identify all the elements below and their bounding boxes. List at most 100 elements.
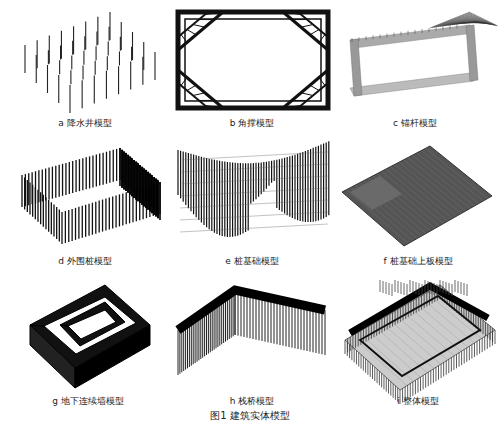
model-stroke xyxy=(358,332,359,346)
model-stroke xyxy=(367,361,368,375)
model-stroke xyxy=(466,348,467,362)
model-stroke xyxy=(421,151,483,201)
model-stroke xyxy=(247,293,248,338)
model-stroke xyxy=(485,322,486,336)
model-stroke xyxy=(210,307,211,352)
model-stroke xyxy=(203,157,204,225)
model-stroke xyxy=(107,56,108,70)
model-stroke xyxy=(231,293,232,338)
model-stroke xyxy=(443,26,444,30)
panel-caption: h 栈桥模型 xyxy=(230,396,275,407)
model-stroke xyxy=(448,359,449,373)
model-stroke xyxy=(479,340,480,354)
model-stroke xyxy=(217,302,218,347)
model-stroke xyxy=(349,344,350,358)
model-stroke xyxy=(407,284,408,296)
model-stroke xyxy=(495,330,496,344)
model-stroke xyxy=(423,375,424,389)
model-stroke xyxy=(72,161,73,193)
model-stroke xyxy=(139,165,141,203)
model-stroke xyxy=(219,161,220,235)
model-stroke xyxy=(193,93,205,96)
model-stroke xyxy=(188,153,189,208)
model-stroke xyxy=(141,167,143,205)
model-stroke xyxy=(147,172,149,210)
model-stroke xyxy=(181,78,187,86)
model-stroke xyxy=(418,297,419,311)
model-stroke xyxy=(123,151,125,189)
model-stroke xyxy=(149,174,151,212)
model-stroke xyxy=(71,56,72,70)
model-stroke xyxy=(125,153,127,191)
model-stroke xyxy=(245,163,246,232)
model-stroke xyxy=(345,340,346,354)
model-stroke xyxy=(464,283,465,295)
model-stroke xyxy=(131,158,133,196)
model-stroke xyxy=(450,25,451,29)
model-stroke xyxy=(250,163,251,203)
model-stroke xyxy=(235,290,236,335)
model-stroke xyxy=(412,382,413,396)
model-stroke xyxy=(441,364,442,378)
model-stroke xyxy=(356,350,357,364)
model-stroke xyxy=(129,191,130,223)
model-stroke xyxy=(69,162,70,194)
model-stroke xyxy=(151,175,153,213)
model-stroke xyxy=(60,302,125,346)
model-stroke xyxy=(145,170,147,208)
model-stroke xyxy=(159,182,161,220)
model-stroke xyxy=(241,291,242,336)
model-stroke xyxy=(434,283,435,295)
model-stroke xyxy=(401,32,402,36)
model-stroke xyxy=(106,71,107,99)
model-stroke xyxy=(43,195,44,227)
model-stroke xyxy=(292,19,307,20)
model-stroke xyxy=(342,146,492,246)
model-stroke xyxy=(75,160,76,192)
model-stroke xyxy=(307,150,308,222)
model-stroke xyxy=(304,305,305,350)
model-stroke xyxy=(56,207,57,239)
model-stroke xyxy=(113,150,114,182)
model-stroke xyxy=(263,162,264,191)
model-stroke xyxy=(443,362,444,376)
model-stroke xyxy=(238,291,239,336)
model-stroke xyxy=(386,378,387,392)
model-stroke xyxy=(125,153,127,191)
model-stroke xyxy=(79,159,80,191)
model-stroke xyxy=(328,37,329,50)
model-stroke xyxy=(255,163,256,199)
model-stroke xyxy=(289,302,290,347)
model-stroke xyxy=(115,195,116,227)
model-stroke xyxy=(379,320,380,334)
model-stroke xyxy=(471,345,472,359)
model-stroke xyxy=(222,161,223,236)
model-stroke xyxy=(48,200,49,232)
model-stroke xyxy=(408,303,409,317)
model-stroke xyxy=(457,25,458,29)
model-stroke xyxy=(325,310,326,355)
model-stroke xyxy=(106,152,107,184)
model-stroke xyxy=(440,280,441,292)
model-stroke xyxy=(381,373,382,387)
model-stroke xyxy=(180,188,328,196)
model-stroke xyxy=(451,358,452,372)
model-stroke xyxy=(149,174,151,212)
model-stroke xyxy=(320,145,321,220)
model-stroke xyxy=(350,25,474,48)
model-stroke xyxy=(315,147,316,222)
model-stroke xyxy=(223,298,224,343)
model-stroke xyxy=(204,311,205,356)
model-stroke xyxy=(229,162,230,237)
model-stroke xyxy=(429,291,430,305)
model-stroke xyxy=(370,363,371,377)
model-stroke xyxy=(229,294,230,339)
model-stroke xyxy=(119,194,120,226)
model-stroke xyxy=(121,22,122,50)
model-stroke xyxy=(416,299,417,313)
model-stroke xyxy=(410,280,411,292)
model-stroke xyxy=(395,311,396,325)
model-stroke xyxy=(428,372,429,386)
model-stroke xyxy=(193,155,194,215)
model-stroke xyxy=(432,290,433,304)
